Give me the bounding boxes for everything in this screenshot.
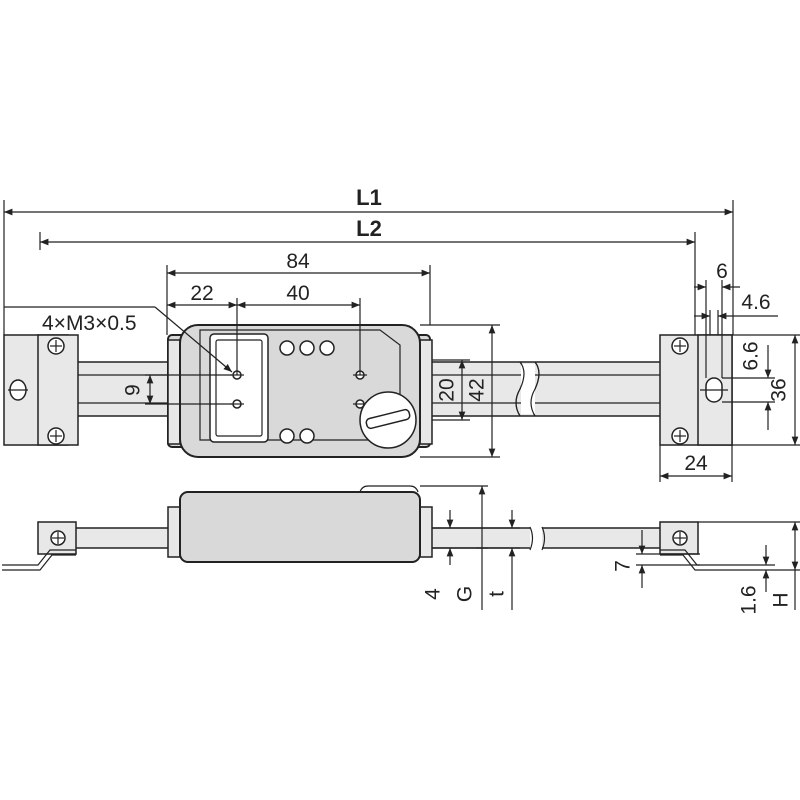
dim-24: 24 [684, 452, 708, 475]
dim-l1: L1 [356, 185, 382, 210]
dim-40: 40 [286, 282, 309, 305]
dim-g: G [454, 586, 477, 602]
dim-h: H [770, 592, 793, 607]
dim-42: 42 [466, 378, 489, 401]
side-view-dimensions: 4 G t 7 1.6 H [420, 485, 800, 615]
dim-36: 36 [768, 378, 791, 401]
side-view [2, 485, 734, 571]
dim-22: 22 [190, 282, 213, 305]
side-housing [179, 491, 421, 563]
button-icon [299, 428, 315, 444]
dim-t: t [486, 591, 509, 597]
dim-6: 6 [716, 260, 728, 283]
button-icon [319, 340, 335, 356]
dim-7: 7 [612, 560, 635, 572]
top-view-dimensions: L1 L2 84 22 40 4×M3×0.5 9 20 [3, 185, 800, 482]
dim-1-6: 1.6 [738, 585, 761, 614]
dim-l2: L2 [356, 216, 382, 241]
button-icon [299, 340, 315, 356]
button-icon [279, 340, 295, 356]
dim-20: 20 [436, 378, 459, 401]
top-view [3, 324, 733, 458]
dim-84: 84 [286, 250, 310, 273]
dim-4: 4 [422, 588, 445, 600]
dim-4-6: 4.6 [741, 291, 770, 314]
button-icon [279, 428, 295, 444]
lcd-display [209, 333, 269, 443]
dim-9: 9 [122, 384, 145, 396]
dim-6-6: 6.6 [740, 341, 763, 370]
dim-thread: 4×M3×0.5 [42, 312, 137, 335]
